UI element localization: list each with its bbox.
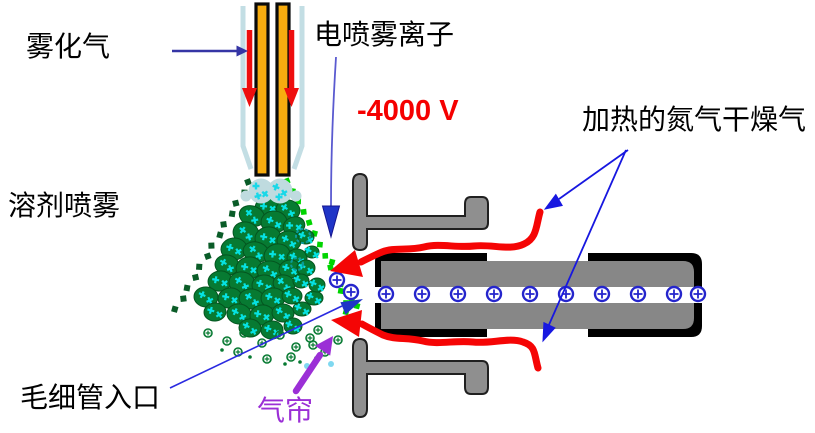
initial-droplets-pale xyxy=(240,178,302,204)
nebulizer-gas-pointer-arrow xyxy=(172,45,248,57)
positive-ion-symbols xyxy=(328,271,707,303)
drying-gas-pointers xyxy=(542,149,629,343)
entrance-plate-top xyxy=(352,172,489,252)
entrance-plate-bottom xyxy=(352,337,489,419)
drying-gas-flow-top xyxy=(330,208,544,277)
label-capillary-inlet: 毛细管入口 xyxy=(20,383,161,414)
label-voltage: -4000 V xyxy=(357,95,459,127)
curtain-gas-arrow xyxy=(292,336,333,395)
charged-droplets xyxy=(193,195,326,340)
nebulizer-gas-flow-arrows xyxy=(242,30,299,107)
label-solvent-spray: 溶剂喷雾 xyxy=(8,191,121,222)
electrospray-ions-pointer xyxy=(321,56,341,239)
drying-gas-flow-bottom xyxy=(331,310,542,372)
label-curtain-gas: 气帘 xyxy=(257,396,314,427)
label-nebulizer-gas: 雾化气 xyxy=(26,32,111,63)
evaporating-microdroplets xyxy=(203,325,343,369)
sample-capillary-bars xyxy=(254,2,291,177)
capillary-inlet-pointer xyxy=(169,299,363,389)
label-heated-drying-gas: 加热的氮气干燥气 xyxy=(582,105,807,136)
label-electrospray-ions: 电喷雾离子 xyxy=(314,20,455,51)
